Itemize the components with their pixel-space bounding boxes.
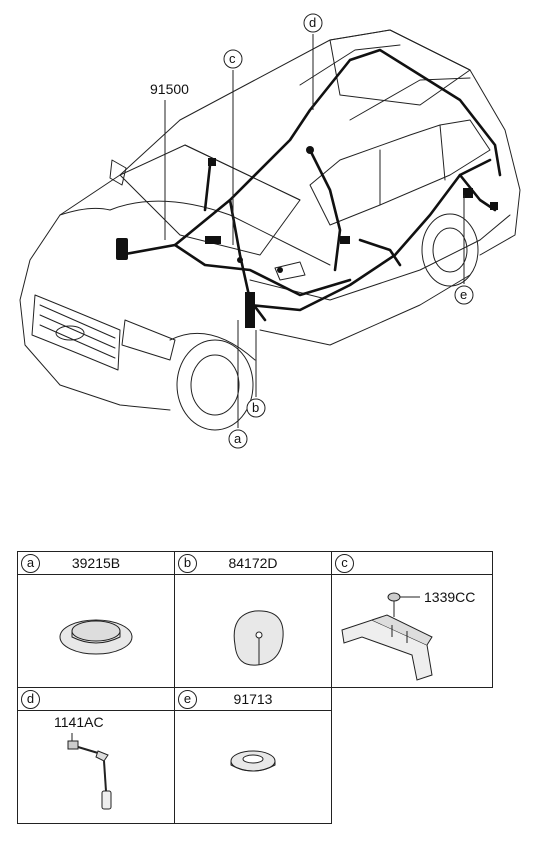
bolt-with-ground-terminal-icon bbox=[67, 733, 112, 810]
leader-lines bbox=[164, 34, 465, 428]
part-c-illustration-cell: 1339CC bbox=[331, 574, 493, 688]
callout-a: a bbox=[228, 429, 248, 449]
part-b-header: b 84172D bbox=[174, 551, 332, 575]
part-b-illustration-cell bbox=[174, 574, 332, 688]
wiring-harness bbox=[118, 48, 502, 322]
empty-cell bbox=[332, 711, 493, 824]
callout-d: d bbox=[303, 13, 323, 33]
tag-d: d bbox=[21, 690, 40, 709]
tag-a: a bbox=[21, 554, 40, 573]
part-d-illustration-cell: 1141AC bbox=[17, 710, 175, 824]
part-c-number: 1339CC bbox=[424, 589, 476, 605]
part-a-header: a 39215B bbox=[17, 551, 175, 575]
tag-b: b bbox=[178, 554, 197, 573]
vehicle-wiring-diagram: 91500 c d e b a bbox=[19, 13, 521, 449]
svg-text:e: e bbox=[460, 287, 467, 302]
harness-connectors bbox=[116, 146, 498, 328]
svg-text:c: c bbox=[229, 51, 236, 66]
part-c-header: c bbox=[331, 551, 493, 575]
part-e-number: 91713 bbox=[233, 691, 273, 707]
svg-text:d: d bbox=[309, 15, 316, 30]
part-e-illustration-cell bbox=[174, 710, 332, 824]
callout-b: b bbox=[246, 398, 266, 418]
svg-text:b: b bbox=[252, 400, 259, 415]
slit-plug-icon bbox=[233, 610, 284, 666]
callout-e: e bbox=[454, 285, 474, 305]
parts-table: a 39215B b 84172D c bbox=[17, 551, 493, 824]
part-d-header: d bbox=[17, 687, 175, 711]
svg-text:a: a bbox=[234, 431, 242, 446]
part-e-header: e 91713 bbox=[174, 687, 332, 711]
tag-e: e bbox=[178, 690, 197, 709]
part-b-number: 84172D bbox=[228, 555, 278, 571]
part-a-illustration-cell bbox=[17, 574, 175, 688]
empty-cell bbox=[332, 688, 493, 711]
grommet-icon bbox=[59, 619, 133, 655]
tag-c: c bbox=[335, 554, 354, 573]
ring-grommet-icon bbox=[230, 750, 276, 772]
main-part-number-label: 91500 bbox=[150, 81, 189, 97]
part-a-number: 39215B bbox=[71, 555, 121, 571]
bracket-with-nut-icon bbox=[341, 592, 433, 681]
part-d-number: 1141AC bbox=[54, 714, 104, 730]
callout-c: c bbox=[223, 49, 243, 69]
